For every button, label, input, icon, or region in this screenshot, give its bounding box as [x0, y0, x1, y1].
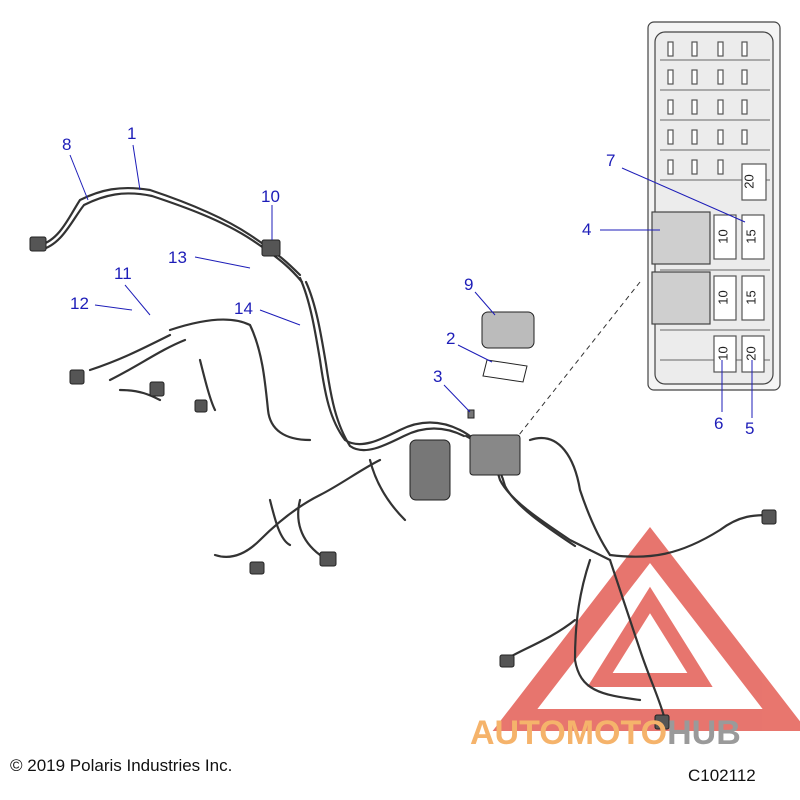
callout-2: 2	[446, 329, 456, 348]
fuse-label-10-mid: 10	[715, 290, 731, 305]
fuse-label-20-bottom: 20	[743, 346, 759, 361]
connectors	[29, 236, 777, 730]
callout-3: 3	[433, 367, 443, 386]
callout-6: 6	[714, 414, 724, 433]
callout-4: 4	[582, 220, 592, 239]
callout-14: 14	[234, 299, 253, 318]
wire-harness	[38, 186, 772, 722]
fuse-label-15-mid: 15	[743, 290, 759, 305]
callout-8: 8	[62, 135, 72, 154]
watermark-part-moto: MOTO	[565, 714, 668, 752]
watermark-text: AUTOMOTOHUB	[470, 714, 741, 753]
callout-7: 7	[606, 151, 616, 170]
callout-12: 12	[70, 294, 89, 313]
callout-13: 13	[168, 248, 187, 267]
watermark-part-hub: HUB	[667, 714, 741, 752]
leader-lines	[69, 144, 753, 418]
projection-line	[514, 281, 641, 441]
fuse-label-10-top: 10	[715, 229, 731, 244]
fuse-label-15-top: 15	[743, 229, 759, 244]
callout-11: 11	[114, 264, 132, 283]
callout-1: 1	[127, 124, 137, 143]
copyright-text: © 2019 Polaris Industries Inc.	[10, 756, 233, 775]
callout-10: 10	[261, 187, 280, 206]
fuse-label-10-bottom: 10	[715, 346, 731, 361]
callout-9: 9	[464, 275, 474, 294]
fuse-box	[647, 21, 781, 391]
fuse-label-20-top: 20	[741, 174, 757, 189]
diagram-code: C102112	[688, 766, 756, 785]
callout-5: 5	[745, 419, 755, 438]
watermark-part-auto: AUTO	[470, 714, 566, 752]
